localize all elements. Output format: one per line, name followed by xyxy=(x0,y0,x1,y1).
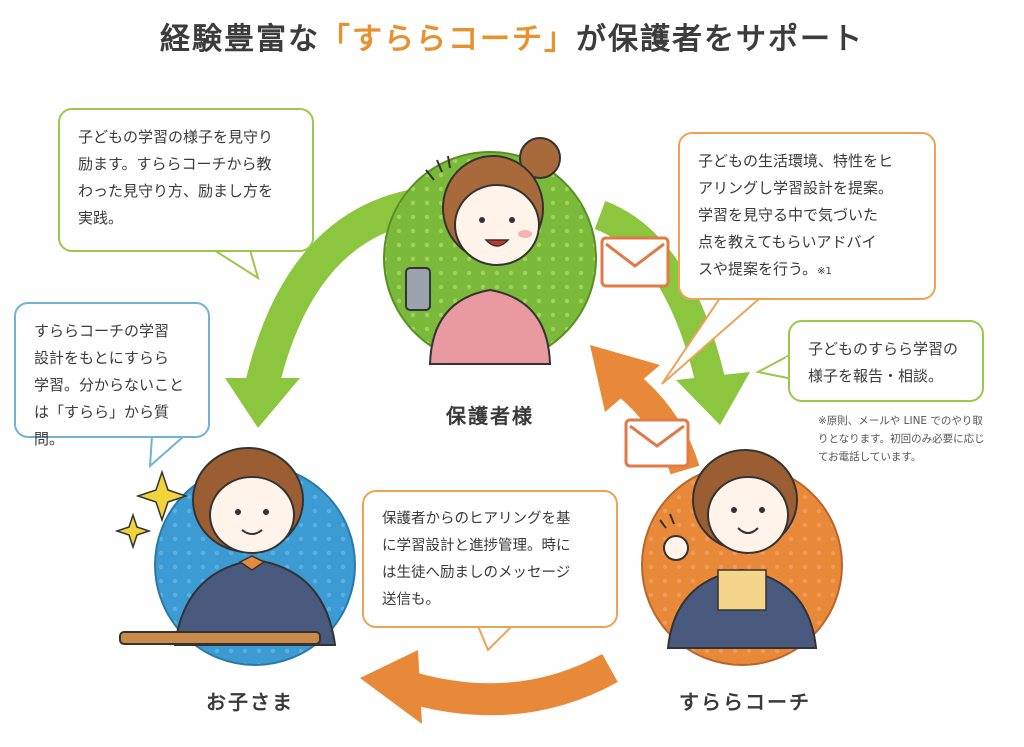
label-guardian: 保護者様 xyxy=(446,404,534,428)
coach-illustration xyxy=(641,449,843,666)
bubble-coach-to-guardian: 子どもの生活環境、特性をヒ アリングし学習設計を提案。 学習を見守る中で気づいた… xyxy=(678,132,936,300)
mail-icon xyxy=(624,418,690,468)
green-arrow-left xyxy=(225,188,424,428)
page-title: 経験豊富な「すららコーチ」が保護者をサポート xyxy=(160,22,864,57)
bubble-guardian-action: 子どもの学習の様子を見守り 励ます。すららコーチから教 わった見守り方、励まし方… xyxy=(58,108,314,252)
orange-arrow-bottom xyxy=(360,650,618,724)
bubble-coach-to-child: 保護者からのヒアリングを基 に学習設計と進捗管理。時に は生徒へ励ましのメッセー… xyxy=(362,490,618,628)
bubble-tails xyxy=(148,248,790,652)
label-child: お子さま xyxy=(206,690,294,714)
child-illustration xyxy=(119,447,356,666)
title-accent: 「すららコーチ」 xyxy=(320,22,576,57)
sparkle-icon xyxy=(114,469,189,550)
footnote: ※原則、メールや LINE でのやり取 りとなります。初回のみ必要に応じ てお電… xyxy=(818,415,985,463)
label-coach: すららコーチ xyxy=(679,690,811,714)
bubble-guardian-to-coach: 子どものすらら学習の 様子を報告・相談。 xyxy=(788,320,984,402)
bubble-child-action: すららコーチの学習 設計をもとにすらら 学習。分からないこと は「すらら」から質… xyxy=(14,302,210,448)
mail-icon xyxy=(600,236,670,288)
footnote-mark: ※1 xyxy=(817,266,832,277)
guardian-illustration xyxy=(383,137,597,365)
